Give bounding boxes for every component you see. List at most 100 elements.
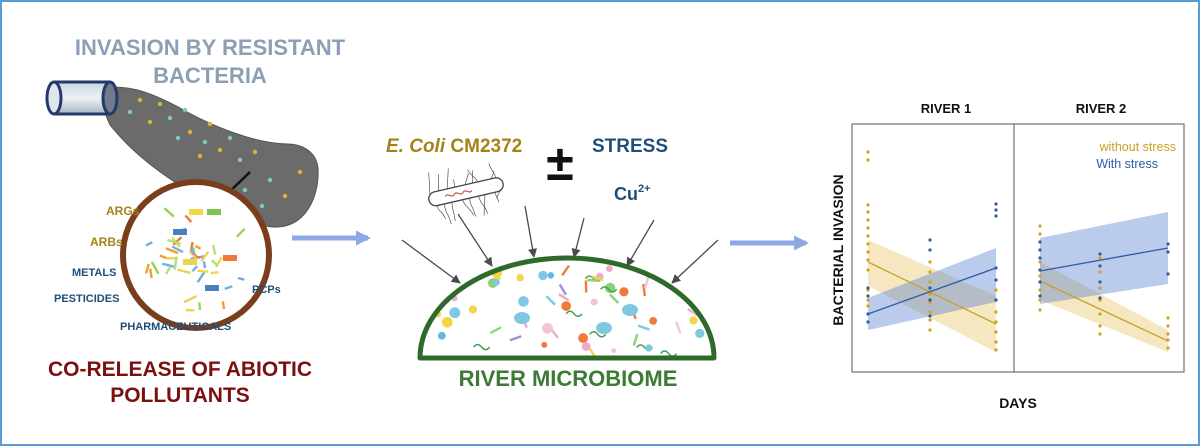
panel-title-river-1: RIVER 1 bbox=[921, 101, 972, 116]
microbe-cell bbox=[645, 344, 653, 352]
pollutant-fragment bbox=[183, 295, 198, 304]
microbe-cell bbox=[493, 278, 500, 286]
microbe-cell bbox=[542, 322, 553, 334]
pollutant-fragment bbox=[191, 265, 199, 273]
label-pesticides: PESTICIDES bbox=[54, 293, 119, 305]
pollutant-fragment bbox=[145, 241, 153, 247]
point-with-stress bbox=[994, 298, 998, 302]
pollutant-block bbox=[189, 209, 203, 215]
river-microbiome-label: RIVER MICROBIOME bbox=[459, 366, 678, 391]
point-without-stress bbox=[928, 328, 932, 332]
pollutant-fragment bbox=[200, 251, 210, 262]
point-with-stress bbox=[928, 286, 932, 290]
microbe-rod bbox=[489, 326, 502, 335]
microbe-cell bbox=[427, 304, 433, 310]
stream-dot bbox=[227, 135, 233, 141]
microbe-cell bbox=[649, 316, 658, 325]
invasion-title: INVASION BY RESISTANT bbox=[75, 35, 346, 60]
trend-river2-without-stress bbox=[1039, 280, 1169, 342]
point-without-stress bbox=[1098, 286, 1102, 290]
microbe-cell bbox=[449, 307, 461, 319]
pollutant-block bbox=[223, 255, 237, 261]
microbe-rod bbox=[558, 293, 570, 302]
microbe-cluster bbox=[514, 312, 530, 324]
pollutant-fragment bbox=[173, 256, 178, 270]
point-without-stress bbox=[866, 150, 870, 154]
point-without-stress bbox=[866, 268, 870, 272]
microbe-cell bbox=[695, 328, 705, 339]
chart-plot-area bbox=[851, 123, 1185, 373]
microbe-rod bbox=[637, 324, 650, 331]
ecoli-label: E. Coli CM2372 bbox=[386, 136, 522, 157]
microbe-rod bbox=[609, 293, 620, 304]
pollutant-fragment bbox=[164, 266, 172, 275]
point-without-stress bbox=[1098, 270, 1102, 274]
point-with-stress bbox=[1038, 248, 1042, 252]
point-without-stress bbox=[994, 320, 998, 324]
point-with-stress bbox=[994, 214, 998, 218]
stream-dot bbox=[217, 147, 223, 153]
microbe-rod bbox=[428, 274, 440, 285]
microbe-cell bbox=[561, 301, 572, 311]
point-with-stress bbox=[866, 320, 870, 324]
point-with-stress bbox=[866, 312, 870, 316]
microbe-filament bbox=[565, 310, 583, 318]
microbe-cell bbox=[611, 348, 617, 354]
label-args: ARGs bbox=[106, 204, 140, 218]
point-with-stress bbox=[928, 238, 932, 242]
point-with-stress bbox=[1166, 242, 1170, 246]
legend-entry-with-stress: With stress bbox=[1096, 157, 1158, 171]
stream-dot bbox=[207, 121, 213, 127]
label-arbs: ARBs bbox=[90, 235, 123, 249]
point-without-stress bbox=[928, 270, 932, 274]
microbe-rod bbox=[561, 264, 570, 277]
point-with-stress bbox=[1098, 280, 1102, 284]
pollutant-fragment bbox=[190, 247, 195, 256]
microbe-rod bbox=[558, 283, 567, 296]
pollutant-fragment bbox=[185, 308, 195, 312]
pollutant-fragment bbox=[163, 207, 175, 218]
microbe-rod bbox=[687, 307, 699, 317]
co-release-title: CO-RELEASE OF ABIOTIC bbox=[48, 358, 312, 381]
point-with-stress bbox=[866, 286, 870, 290]
band-river1-with-stress bbox=[868, 248, 996, 330]
microbe-cell bbox=[604, 282, 616, 294]
stream-dot bbox=[259, 203, 265, 209]
river-microbiome-dome bbox=[417, 255, 717, 361]
point-with-stress bbox=[994, 208, 998, 212]
microbe-cell bbox=[518, 296, 529, 307]
point-with-stress bbox=[928, 314, 932, 318]
point-without-stress bbox=[1038, 288, 1042, 292]
point-without-stress bbox=[866, 242, 870, 246]
pollutant-fragment bbox=[202, 261, 207, 269]
point-without-stress bbox=[1166, 332, 1170, 336]
stream-dot bbox=[182, 107, 188, 113]
pollutant-fragment bbox=[237, 276, 245, 281]
pollutant-fragment bbox=[150, 261, 160, 275]
point-without-stress bbox=[1166, 316, 1170, 320]
point-without-stress bbox=[866, 218, 870, 222]
point-without-stress bbox=[866, 304, 870, 308]
pollutant-fragment bbox=[161, 262, 176, 269]
point-with-stress bbox=[1098, 264, 1102, 268]
point-without-stress bbox=[928, 318, 932, 322]
point-without-stress bbox=[1098, 256, 1102, 260]
point-with-stress bbox=[1166, 250, 1170, 254]
point-without-stress bbox=[994, 348, 998, 352]
point-without-stress bbox=[1038, 260, 1042, 264]
point-without-stress bbox=[866, 158, 870, 162]
point-without-stress bbox=[1038, 298, 1042, 302]
pollutant-fragment bbox=[159, 254, 168, 260]
point-without-stress bbox=[1038, 232, 1042, 236]
invasion-chart: RIVER 1 RIVER 2 BACTERIAL INVASION DAYS … bbox=[830, 101, 1185, 411]
microbe-rod bbox=[642, 283, 647, 297]
stream-dot bbox=[237, 157, 243, 163]
point-without-stress bbox=[928, 310, 932, 314]
microbe-cell bbox=[516, 273, 524, 282]
stream-dot bbox=[157, 101, 163, 107]
pipe-icon bbox=[45, 80, 119, 116]
input-arrows bbox=[401, 205, 719, 284]
pollutant-fragment bbox=[211, 244, 217, 255]
point-with-stress bbox=[994, 266, 998, 270]
point-without-stress bbox=[994, 330, 998, 334]
